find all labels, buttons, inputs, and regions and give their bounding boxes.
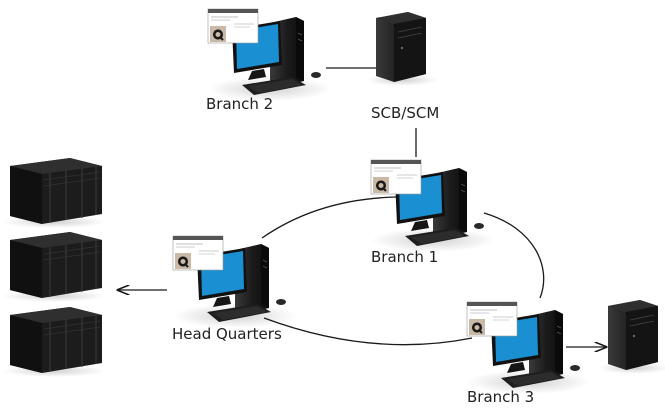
scb-server-tower bbox=[365, 11, 439, 87]
hq-server-rack-2 bbox=[1, 231, 107, 303]
scb-label: SCB/SCM bbox=[371, 104, 440, 122]
branch3-server-tower bbox=[597, 299, 665, 375]
ring-hq-branch1 bbox=[261, 196, 397, 239]
branch3-workstation bbox=[466, 301, 592, 395]
branch1-workstation bbox=[370, 159, 496, 253]
hq-server-rack-3 bbox=[1, 306, 107, 378]
branch2-label: Branch 2 bbox=[206, 95, 274, 113]
hq-label: Head Quarters bbox=[172, 325, 282, 343]
hq-server-rack-1 bbox=[1, 157, 107, 229]
edges bbox=[118, 67, 606, 347]
branch3-label: Branch 3 bbox=[467, 388, 535, 406]
branch1-label: Branch 1 bbox=[371, 248, 439, 266]
ring-branch3-hq bbox=[263, 317, 473, 346]
ring-branch1-branch3 bbox=[483, 212, 545, 299]
branch2-workstation bbox=[207, 8, 333, 102]
hq-workstation bbox=[172, 235, 298, 329]
